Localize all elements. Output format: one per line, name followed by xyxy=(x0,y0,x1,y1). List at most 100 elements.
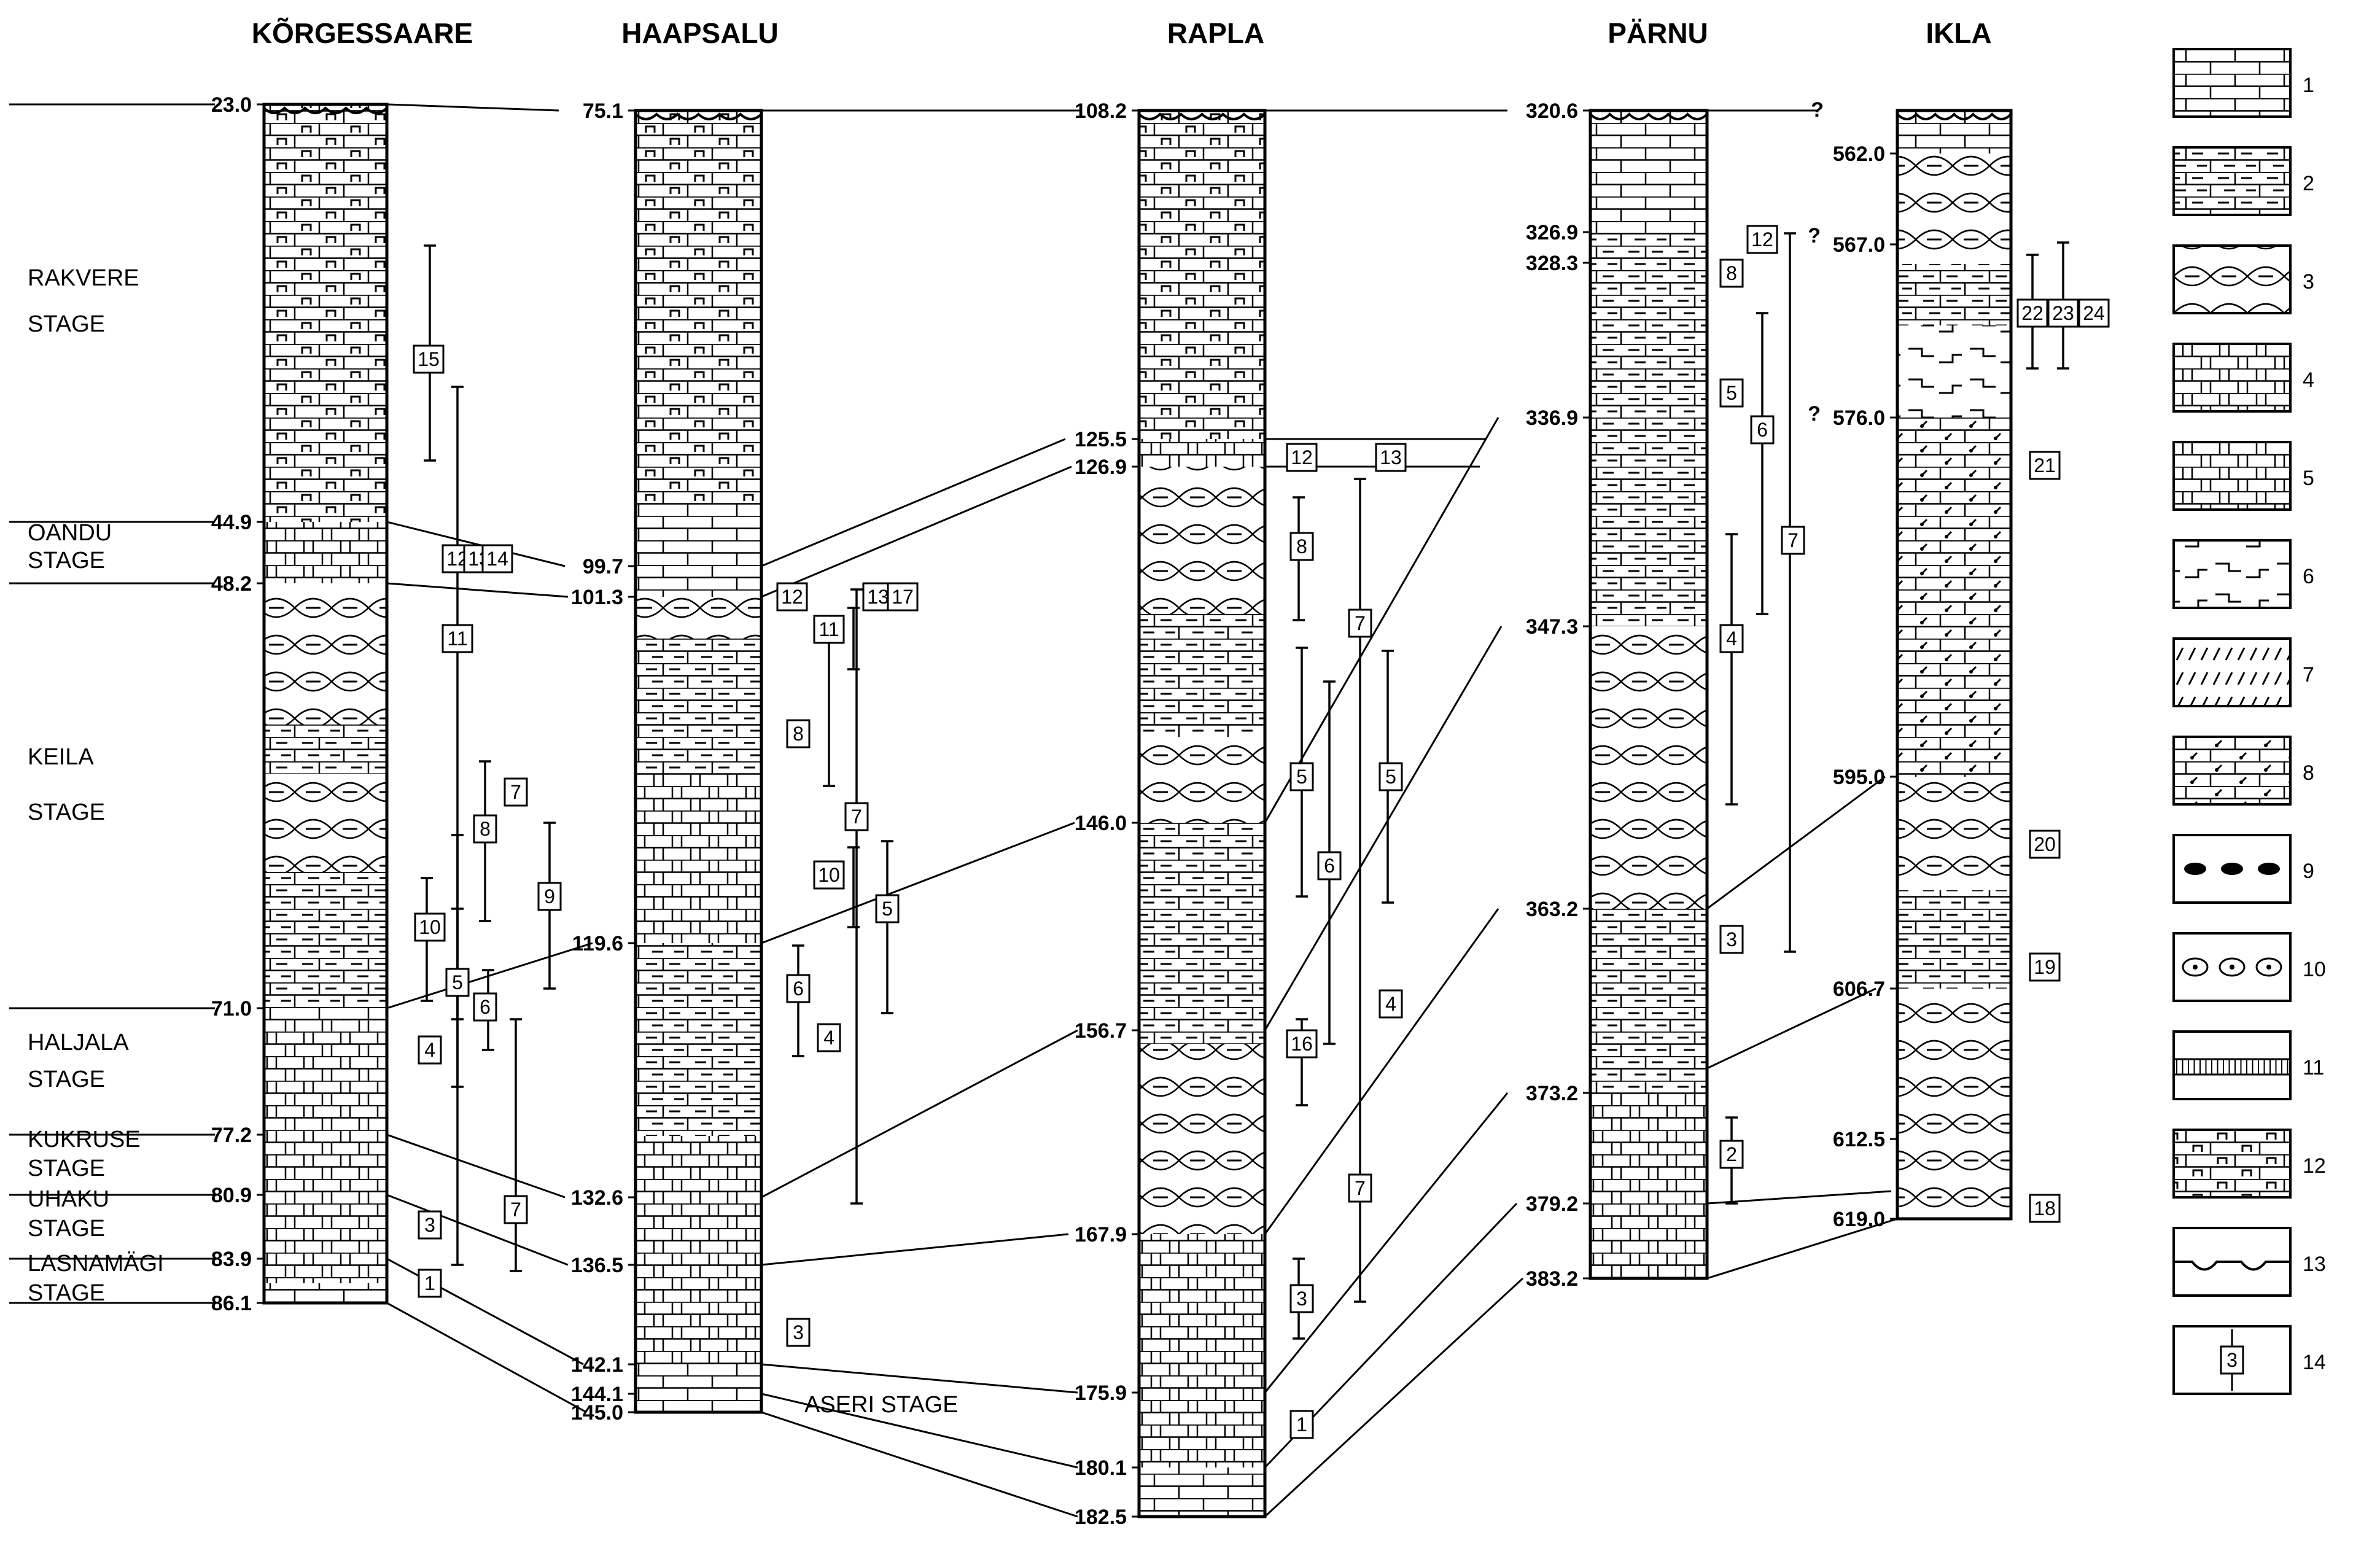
depth-label: 562.0 xyxy=(1833,142,1885,166)
lithology-unit xyxy=(1139,1467,1265,1517)
lithology-units xyxy=(262,103,2013,1518)
zone-number: 16 xyxy=(1291,1033,1313,1055)
zone-number-box xyxy=(1286,1029,1318,1059)
column-title: IKLA xyxy=(1926,17,1991,49)
phosphorite-nodule xyxy=(2221,863,2243,875)
legend-swatch xyxy=(2172,441,2292,511)
zone-number: 3 xyxy=(1726,928,1737,950)
ooid-core xyxy=(2230,965,2234,970)
zone-number: 6 xyxy=(1324,855,1335,877)
stage-name: RAKVERE xyxy=(28,265,139,291)
lithology-unit xyxy=(1139,1234,1265,1467)
lithology-unit xyxy=(264,1008,387,1020)
lithology-unit xyxy=(1590,418,1707,626)
correlation-line xyxy=(1264,1277,1524,1518)
zone-number-box xyxy=(473,992,497,1022)
zone-number: 3 xyxy=(424,1214,435,1236)
correlation-line xyxy=(761,1029,1078,1199)
zone-number: 6 xyxy=(480,996,491,1018)
stage-name: LASNAMÄGI xyxy=(28,1251,164,1277)
depth-label: 326.9 xyxy=(1526,221,1578,244)
stage-name: STAGE xyxy=(28,1156,105,1181)
zone-number-box xyxy=(1286,443,1318,472)
depth-label: 119.6 xyxy=(572,932,623,955)
stage-name: STAGE xyxy=(28,1067,105,1092)
lithology-unit xyxy=(1139,111,1265,439)
ooid xyxy=(2255,957,2282,977)
depth-label: 320.6 xyxy=(1526,99,1578,123)
legend-swatch xyxy=(2172,1030,2292,1100)
lithology-unit xyxy=(1897,325,2011,418)
borehole-column xyxy=(1896,109,2013,1221)
zone-number-box xyxy=(418,1269,442,1298)
correlation-line xyxy=(761,1411,1078,1518)
zone-number-box xyxy=(1719,258,1744,288)
stage-name: UHAKU xyxy=(28,1186,109,1212)
lithology-unit xyxy=(1139,467,1265,614)
depth-label: 125.5 xyxy=(1075,428,1127,451)
zone-number-box xyxy=(776,582,808,612)
correlation-line xyxy=(1706,775,1886,910)
zone-number: 3 xyxy=(793,1321,804,1343)
zone-number-box xyxy=(1289,1410,1314,1439)
zone-number-box xyxy=(817,1023,841,1052)
zone-number-box xyxy=(473,814,497,844)
stage-name: STAGE xyxy=(28,1280,105,1306)
stage-name: STAGE xyxy=(28,548,105,573)
legend-number: 5 xyxy=(2303,467,2314,490)
lithology-unit xyxy=(1897,264,2011,325)
zone-number-box xyxy=(813,615,845,644)
zone-number-box xyxy=(813,860,845,890)
zone-number: 4 xyxy=(823,1027,834,1049)
correlation-line xyxy=(1706,987,1876,1070)
zone-number-box xyxy=(1781,526,1805,555)
zone-number: 4 xyxy=(1385,993,1396,1015)
ooid xyxy=(2219,957,2246,977)
zone-number-box xyxy=(1719,925,1744,954)
column-title: PÄRNU xyxy=(1608,17,1708,49)
zone-number-box xyxy=(2078,298,2110,328)
zone-number: 2 xyxy=(1726,1143,1737,1165)
legend-number: 7 xyxy=(2303,663,2314,686)
zone-number-box xyxy=(875,894,900,923)
correlation-line xyxy=(761,1233,1069,1266)
lithology-unit xyxy=(1590,626,1707,909)
lithology-unit xyxy=(1139,614,1265,737)
zone-number-box xyxy=(1375,443,1407,472)
zone-number: 18 xyxy=(2034,1197,2056,1219)
zone-number: 12 xyxy=(781,586,803,608)
lithology-unit xyxy=(1139,823,1265,1044)
legend-swatch xyxy=(2172,146,2292,216)
legend-number: 14 xyxy=(2303,1351,2326,1374)
lithology-unit xyxy=(264,774,387,872)
zone-number: 5 xyxy=(452,971,463,993)
depth-label: 175.9 xyxy=(1075,1382,1127,1405)
zone-number: 17 xyxy=(892,586,914,608)
zone-number-box xyxy=(418,1210,442,1240)
zone-number: 3 xyxy=(1296,1288,1307,1310)
depth-label: 86.1 xyxy=(211,1292,252,1315)
zone-number: 8 xyxy=(1726,262,1737,284)
correlation-line xyxy=(386,582,569,598)
legend-number: 2 xyxy=(2303,172,2314,195)
legend-swatch xyxy=(2172,1129,2292,1199)
legend-swatch xyxy=(2172,637,2292,707)
lithology-unit xyxy=(636,943,761,1136)
zone-number: 22 xyxy=(2021,302,2044,324)
zone-number: 4 xyxy=(424,1039,435,1061)
zone-number-box xyxy=(1379,762,1403,791)
depth-label: 75.1 xyxy=(583,99,623,123)
lithology-unit xyxy=(264,1020,387,1283)
phosphorite-nodule xyxy=(2258,863,2280,875)
correlation-line xyxy=(1264,626,1503,1031)
legend-swatch xyxy=(2172,736,2292,806)
zone-number: 4 xyxy=(1726,628,1737,650)
stage-name: ASERI STAGE xyxy=(804,1392,959,1418)
zone-number: 15 xyxy=(418,348,440,370)
zone-number: 6 xyxy=(1757,419,1768,441)
depth-label: 44.9 xyxy=(211,511,252,534)
depth-label: 80.9 xyxy=(211,1184,252,1207)
depth-label: 145.0 xyxy=(571,1401,623,1424)
